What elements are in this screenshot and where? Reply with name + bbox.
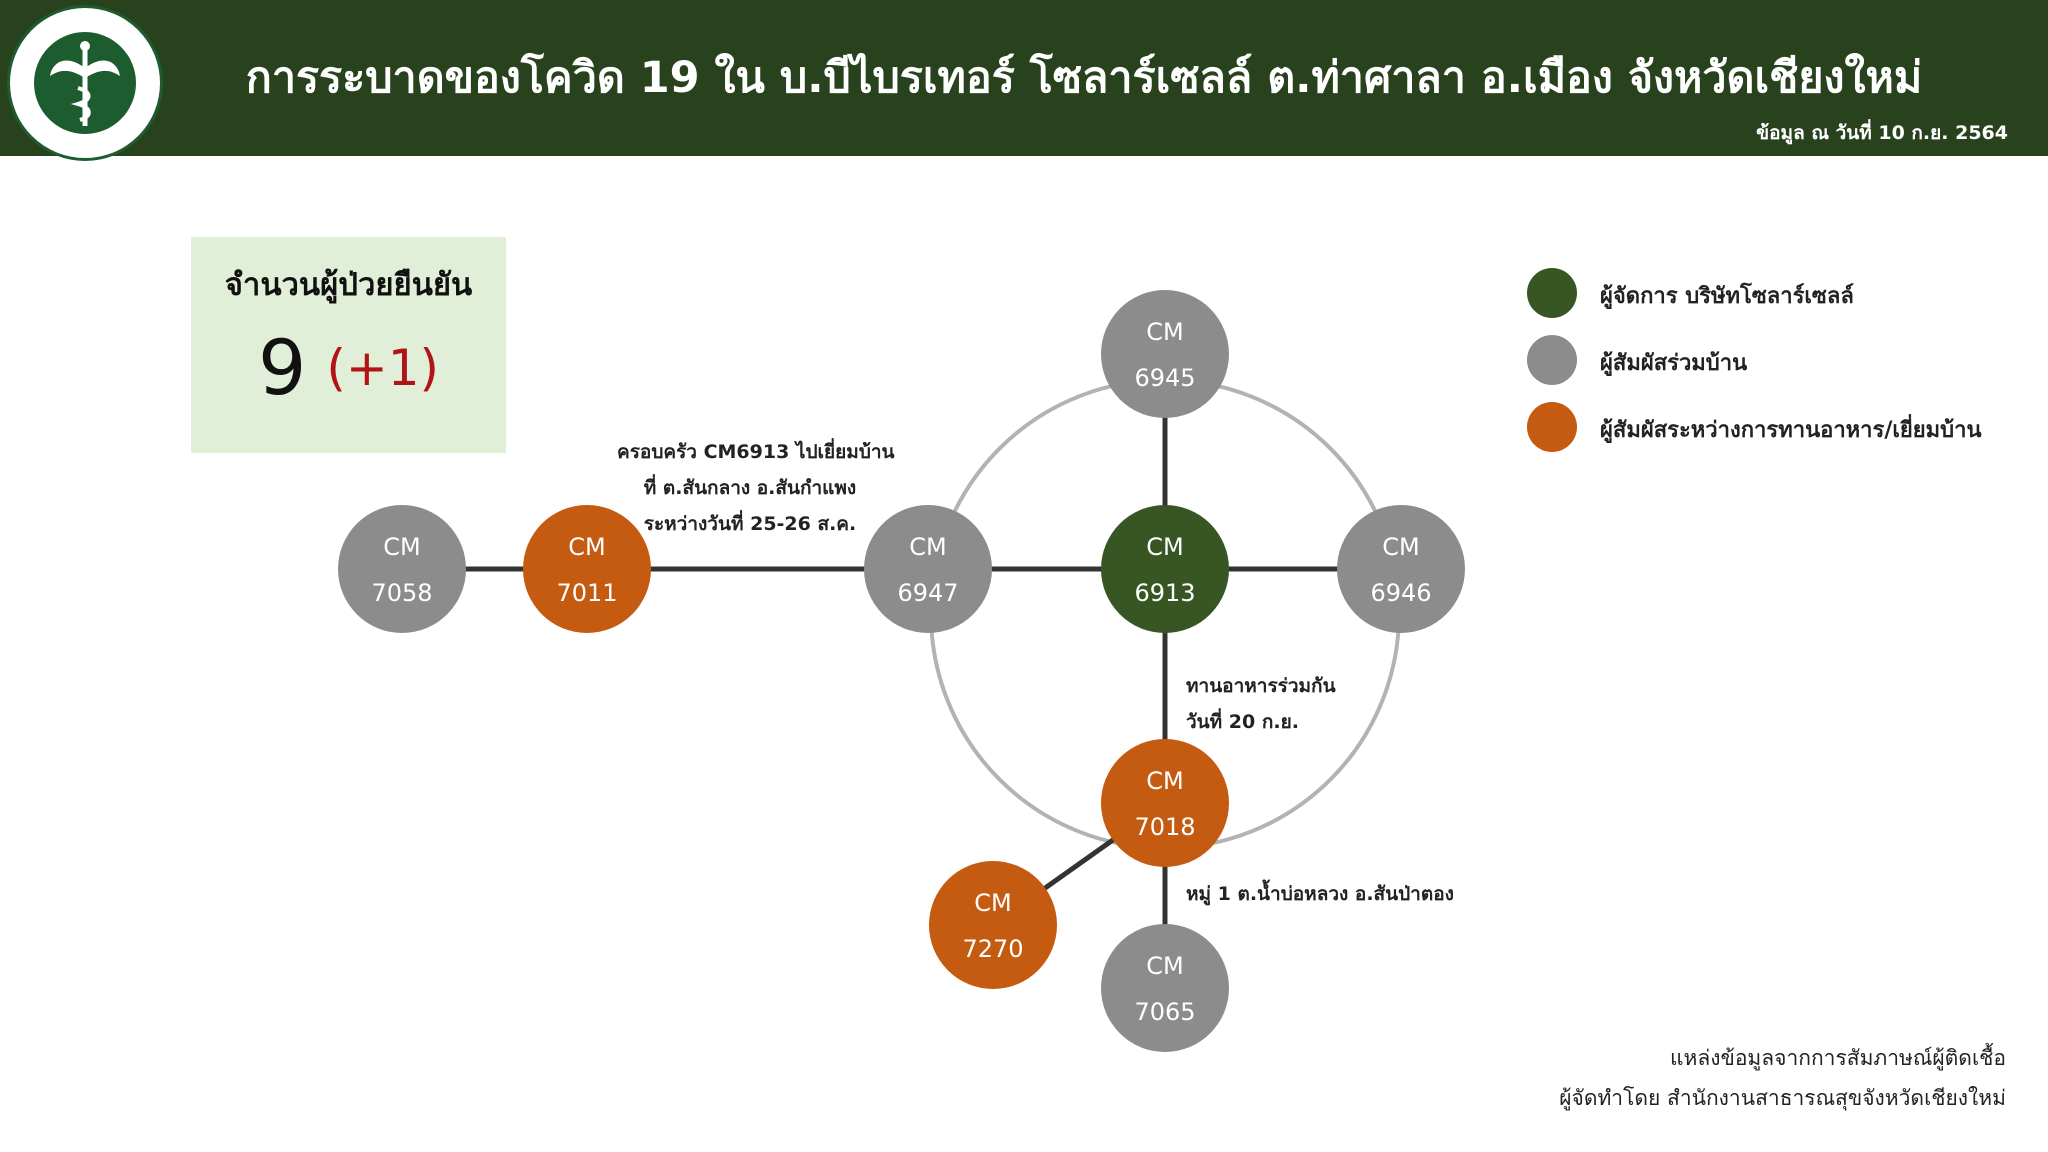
legend-label-manager: ผู้จัดการ บริษัทโซลาร์เซลล์ bbox=[1600, 284, 1854, 309]
case-prefix-6947: CM bbox=[909, 533, 946, 561]
case-prefix-7065: CM bbox=[1146, 952, 1183, 980]
village-note: หมู่ 1 ต.น้ำบ่อหลวง อ.สันป่าตอง bbox=[1186, 883, 1454, 905]
case-number-7018: 7018 bbox=[1134, 813, 1195, 841]
case-prefix-6946: CM bbox=[1382, 533, 1419, 561]
case-number-7065: 7065 bbox=[1134, 998, 1195, 1026]
case-number-7011: 7011 bbox=[556, 579, 617, 607]
case-circle-6913 bbox=[1101, 505, 1229, 633]
confirmed-cases-box: จำนวนผู้ป่วยยืนยัน 9 (+1) bbox=[191, 237, 506, 453]
case-number-7058: 7058 bbox=[371, 579, 432, 607]
case-circle-6945 bbox=[1101, 290, 1229, 418]
case-circle-7058 bbox=[338, 505, 466, 633]
case-node-7270: CM 7270 bbox=[929, 861, 1057, 989]
ministry-seal-icon bbox=[32, 30, 138, 136]
family-visit-line3: ระหว่างวันที่ 25-26 ส.ค. bbox=[643, 513, 857, 535]
header-bar: การระบาดของโควิด 19 ใน บ.บีไบรเทอร์ โซลา… bbox=[0, 0, 2048, 156]
case-node-6913: CM 6913 bbox=[1101, 505, 1229, 633]
shared-meal-note: ทานอาหารร่วมกัน วันที่ 20 ก.ย. bbox=[1186, 668, 1336, 740]
case-node-6945: CM 6945 bbox=[1101, 290, 1229, 418]
family-visit-line2: ที่ ต.สันกลาง อ.สันกำแพง bbox=[643, 477, 857, 499]
confirmed-cases-delta: (+1) bbox=[326, 338, 440, 397]
legend-label-meal-visit: ผู้สัมผัสระหว่างการทานอาหาร/เยี่ยมบ้าน bbox=[1600, 418, 1982, 443]
legend-swatch-household bbox=[1527, 335, 1577, 385]
case-prefix-7058: CM bbox=[383, 533, 420, 561]
case-circle-7270 bbox=[929, 861, 1057, 989]
source-line2: ผู้จัดทำโดย สำนักงานสาธารณสุขจังหวัดเชีย… bbox=[1559, 1086, 2006, 1110]
page-title: การระบาดของโควิด 19 ใน บ.บีไบรเทอร์ โซลา… bbox=[245, 53, 1923, 103]
family-visit-note: ครอบครัว CM6913 ไปเยี่ยมบ้าน ที่ ต.สันกล… bbox=[617, 434, 895, 542]
case-prefix-7018: CM bbox=[1146, 767, 1183, 795]
source-note: แหล่งข้อมูลจากการสัมภาษณ์ผู้ติดเชื้อ ผู้… bbox=[1559, 1038, 2006, 1118]
shared-meal-line2: วันที่ 20 ก.ย. bbox=[1186, 711, 1299, 733]
family-visit-line1: ครอบครัว CM6913 ไปเยี่ยมบ้าน bbox=[617, 441, 895, 463]
case-circle-6947 bbox=[864, 505, 992, 633]
case-number-7270: 7270 bbox=[962, 935, 1023, 963]
data-date: ข้อมูล ณ วันที่ 10 ก.ย. 2564 bbox=[1756, 122, 2008, 144]
case-circle-7018 bbox=[1101, 739, 1229, 867]
nodes-layer: CM6945CM6913CM6947CM6946CM7018CM7058CM70… bbox=[338, 290, 1465, 1052]
case-number-6946: 6946 bbox=[1370, 579, 1431, 607]
confirmed-cases-label: จำนวนผู้ป่วยยืนยัน bbox=[224, 267, 473, 303]
case-circle-7011 bbox=[523, 505, 651, 633]
legend-swatch-meal-visit bbox=[1527, 402, 1577, 452]
confirmed-cases-count: 9 bbox=[257, 323, 307, 412]
case-number-6947: 6947 bbox=[897, 579, 958, 607]
confirmed-cases-row: 9 (+1) bbox=[191, 323, 506, 412]
case-node-7058: CM 7058 bbox=[338, 505, 466, 633]
shared-meal-line1: ทานอาหารร่วมกัน bbox=[1186, 675, 1336, 697]
case-node-7065: CM 7065 bbox=[1101, 924, 1229, 1052]
case-number-6945: 6945 bbox=[1134, 364, 1195, 392]
case-node-7011: CM 7011 bbox=[523, 505, 651, 633]
case-node-7018: CM 7018 bbox=[1101, 739, 1229, 867]
case-circle-7065 bbox=[1101, 924, 1229, 1052]
case-prefix-7011: CM bbox=[568, 533, 605, 561]
case-circle-6946 bbox=[1337, 505, 1465, 633]
case-number-6913: 6913 bbox=[1134, 579, 1195, 607]
source-line1: แหล่งข้อมูลจากการสัมภาษณ์ผู้ติดเชื้อ bbox=[1669, 1046, 2006, 1070]
case-node-6947: CM 6947 bbox=[864, 505, 992, 633]
case-prefix-6945: CM bbox=[1146, 318, 1183, 346]
ministry-logo bbox=[7, 5, 163, 161]
case-node-6946: CM 6946 bbox=[1337, 505, 1465, 633]
case-prefix-7270: CM bbox=[974, 889, 1011, 917]
case-prefix-6913: CM bbox=[1146, 533, 1183, 561]
legend-swatch-manager bbox=[1527, 268, 1577, 318]
legend-label-household: ผู้สัมผัสร่วมบ้าน bbox=[1600, 351, 1748, 376]
